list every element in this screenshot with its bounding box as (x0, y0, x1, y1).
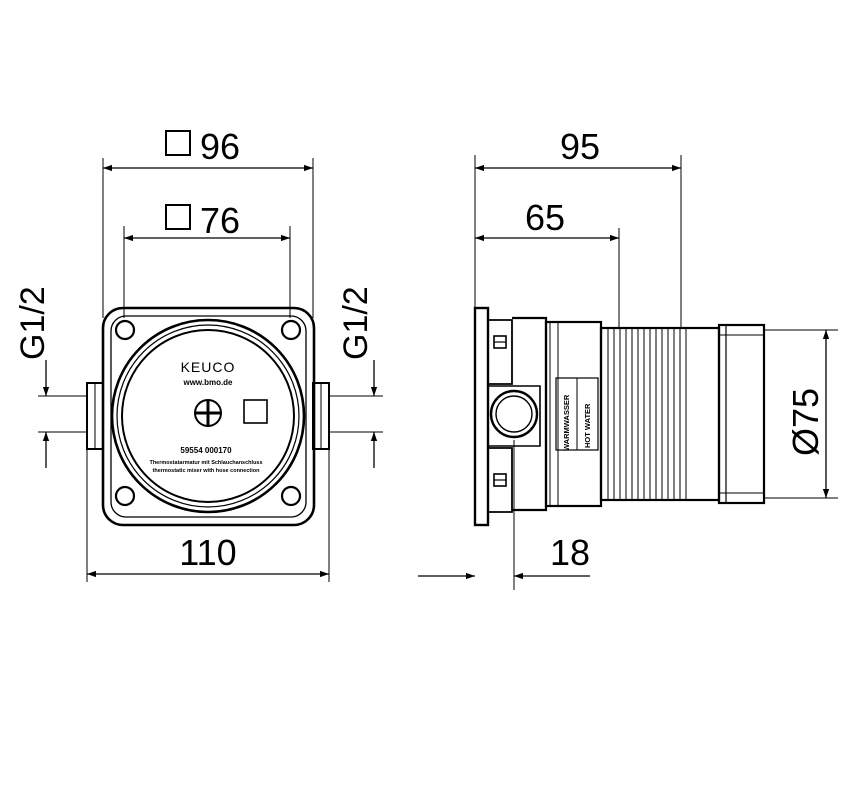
dim-inner-width-value: 76 (200, 200, 240, 241)
dimension-thread-right: G1/2 (329, 286, 383, 468)
side-body: WARMWASSER HOT WATER (512, 316, 603, 512)
hot-water-label: HOT WATER (583, 403, 592, 448)
sticker-square (243, 399, 268, 424)
side-mounting-plate (473, 306, 513, 527)
brand-logo: KEUCO (181, 359, 236, 375)
dimension-offset: 18 (418, 440, 590, 590)
dimension-total-width: 110 (86, 449, 330, 582)
housing-circle (110, 318, 306, 514)
right-connection (312, 382, 330, 450)
part-number-text: 59554 000170 (180, 446, 232, 455)
front-view: 96 76 (14, 126, 383, 582)
dim-offset-value: 18 (550, 532, 590, 573)
description-german: Thermostatarmatur mit Schlauchanschluss (149, 460, 262, 466)
thread-left-label: G1/2 (14, 286, 52, 360)
threaded-sleeve (599, 326, 721, 502)
dimension-diameter: Ø75 (764, 329, 838, 499)
website-text: www.bmo.de (182, 378, 233, 387)
dimension-body-depth: 65 (475, 197, 620, 328)
cover-cap (717, 323, 766, 505)
left-connection (86, 382, 104, 450)
dimension-thread-left: G1/2 (14, 286, 87, 468)
square-symbol-icon (165, 130, 191, 156)
thread-right-label: G1/2 (337, 286, 375, 360)
square-symbol-icon (165, 204, 191, 230)
mounting-holes (114, 319, 302, 507)
dimension-outer-width: 96 (102, 126, 314, 318)
dimension-total-depth: 95 (474, 126, 682, 328)
side-view: 95 65 (418, 126, 838, 590)
description-english: thermostatic mixer with hose connection (153, 468, 261, 474)
dim-total-width-value: 110 (179, 532, 236, 573)
dim-outer-width-value: 96 (200, 126, 240, 167)
dimension-inner-width: 76 (123, 200, 291, 318)
screw-icon (194, 399, 222, 427)
warm-water-label: WARMWASSER (562, 394, 571, 451)
dim-body-depth-value: 65 (525, 197, 565, 238)
side-port (489, 385, 541, 447)
dim-diameter-value: Ø75 (785, 388, 826, 456)
dim-total-depth-value: 95 (560, 126, 600, 167)
